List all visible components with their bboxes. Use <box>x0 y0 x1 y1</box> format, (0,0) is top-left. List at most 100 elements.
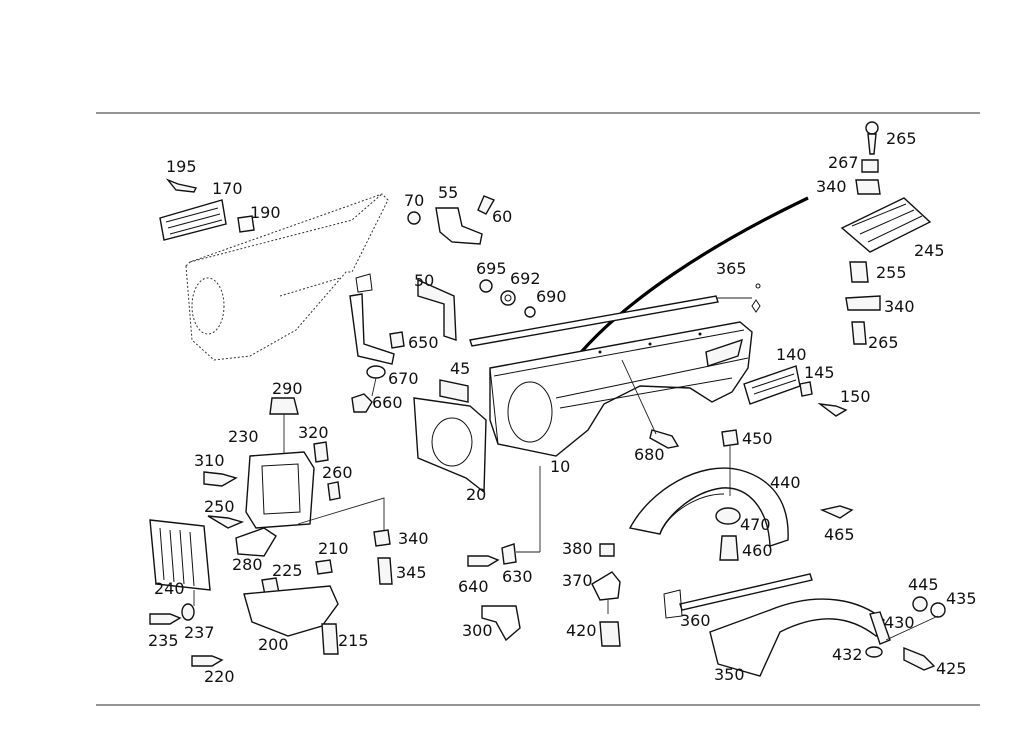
callout-680: 680 <box>634 445 665 464</box>
callout-240: 240 <box>154 579 185 598</box>
callout-50: 50 <box>414 271 434 290</box>
vent-140 <box>743 365 801 405</box>
callout-690: 690 <box>536 287 567 306</box>
callout-60: 60 <box>492 207 512 226</box>
washer-432 <box>865 646 883 658</box>
clip-255 <box>849 261 869 283</box>
callout-460: 460 <box>742 541 773 560</box>
callout-140: 140 <box>776 345 807 364</box>
bracket-245 <box>840 197 932 253</box>
callout-380: 380 <box>562 539 593 558</box>
wheel-liner <box>628 467 789 547</box>
bracket-45 <box>439 379 469 403</box>
callout-195: 195 <box>166 157 197 176</box>
screw-220 <box>191 655 224 667</box>
washer-670 <box>366 365 386 379</box>
callout-55: 55 <box>438 183 458 202</box>
callout-310: 310 <box>194 451 225 470</box>
clip-190 <box>237 215 255 233</box>
plug-420 <box>599 621 621 647</box>
plug-215 <box>321 623 339 655</box>
callout-670: 670 <box>388 369 419 388</box>
clip-320 <box>313 441 329 463</box>
callout-692: 692 <box>510 269 541 288</box>
washer-470 <box>715 507 741 525</box>
clip-340-top <box>855 179 881 195</box>
callout-265-top: 265 <box>886 129 917 148</box>
clip-260 <box>327 481 341 501</box>
callout-320: 320 <box>298 423 329 442</box>
screw-265-top <box>865 121 879 135</box>
callout-260: 260 <box>322 463 353 482</box>
washer-237 <box>181 603 195 621</box>
callout-365: 365 <box>716 259 747 278</box>
callout-235: 235 <box>148 631 179 650</box>
callout-210: 210 <box>318 539 349 558</box>
bracket-55 <box>435 207 483 245</box>
callout-145: 145 <box>804 363 835 382</box>
callout-440: 440 <box>770 473 801 492</box>
callout-215: 215 <box>338 631 369 650</box>
callout-370: 370 <box>562 571 593 590</box>
clip-630 <box>501 543 517 565</box>
bracket-370 <box>591 571 621 601</box>
washer-435 <box>930 602 946 618</box>
arch-extension <box>709 598 885 677</box>
callout-430: 430 <box>884 613 915 632</box>
washer-692 <box>500 290 516 306</box>
screw-150 <box>817 402 848 417</box>
callout-255: 255 <box>876 263 907 282</box>
bracket-300 <box>481 605 521 642</box>
callout-630: 630 <box>502 567 533 586</box>
callout-10: 10 <box>550 457 570 476</box>
callout-190: 190 <box>250 203 281 222</box>
plug-460 <box>719 535 739 561</box>
nut-70 <box>407 211 421 225</box>
callout-420: 420 <box>566 621 597 640</box>
nut-660 <box>351 393 373 413</box>
fender-outline-dashed <box>185 193 389 361</box>
screw-265-bottom <box>851 321 867 345</box>
support-strut <box>349 293 395 365</box>
callout-225: 225 <box>272 561 303 580</box>
callout-45: 45 <box>450 359 470 378</box>
callout-245: 245 <box>914 241 945 260</box>
clip-210 <box>315 559 333 575</box>
callout-230: 230 <box>228 427 259 446</box>
front-fender <box>489 321 753 457</box>
callout-450: 450 <box>742 429 773 448</box>
callout-250: 250 <box>204 497 235 516</box>
callout-345: 345 <box>396 563 427 582</box>
bolt-310 <box>203 471 238 487</box>
callout-425: 425 <box>936 659 967 678</box>
bracket-430 <box>869 611 891 645</box>
nut-445 <box>912 596 928 612</box>
callout-650: 650 <box>408 333 439 352</box>
screw-345 <box>377 557 393 585</box>
sealing-rail <box>469 283 761 347</box>
callout-360: 360 <box>680 611 711 630</box>
screw-465 <box>819 505 854 519</box>
callout-170: 170 <box>212 179 243 198</box>
bracket-280 <box>235 527 277 557</box>
clip-450 <box>721 429 739 447</box>
callout-445: 445 <box>908 575 939 594</box>
callout-267: 267 <box>828 153 859 172</box>
callout-695: 695 <box>476 259 507 278</box>
callout-640: 640 <box>458 577 489 596</box>
bracket-50 <box>417 278 457 341</box>
screw-250 <box>207 515 245 529</box>
callout-660: 660 <box>372 393 403 412</box>
callout-70: 70 <box>404 191 424 210</box>
nut-695 <box>479 279 493 293</box>
callout-300: 300 <box>462 621 493 640</box>
bolt-425 <box>903 646 936 671</box>
callout-435: 435 <box>946 589 977 608</box>
clip-340-left <box>373 529 391 547</box>
callout-432: 432 <box>832 645 863 664</box>
callout-340-mid: 340 <box>884 297 915 316</box>
callout-465: 465 <box>824 525 855 544</box>
callout-340-top: 340 <box>816 177 847 196</box>
callout-265-bottom: 265 <box>868 333 899 352</box>
